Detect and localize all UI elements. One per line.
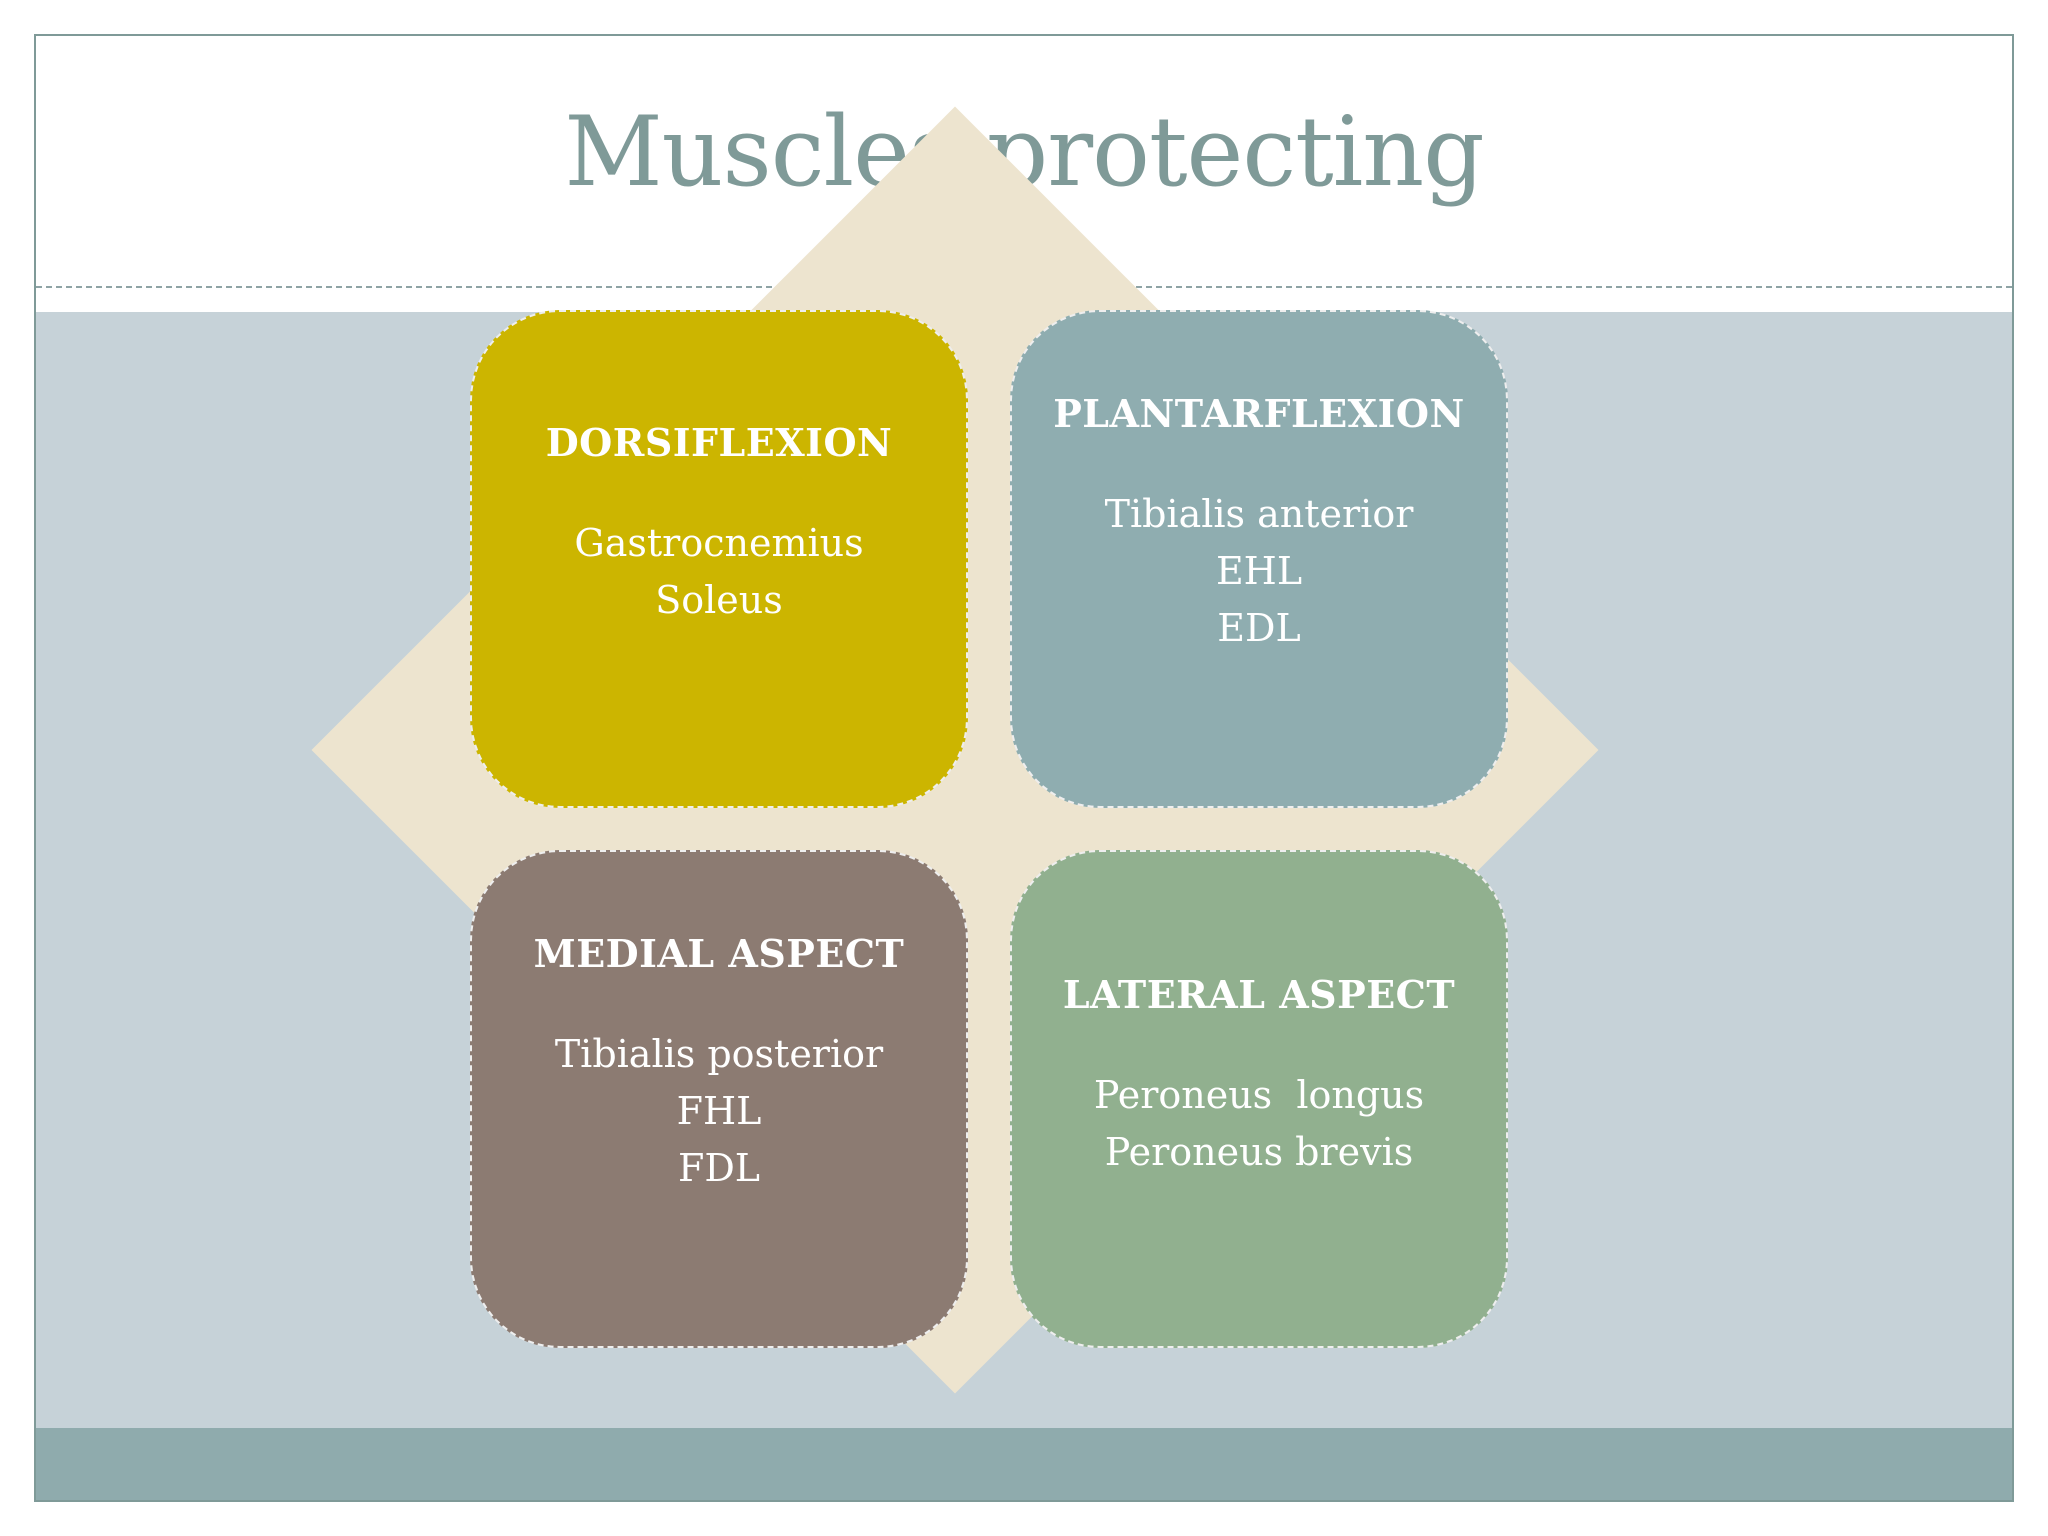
quadrant-title: PLANTARFLEXION xyxy=(1053,391,1465,436)
quadrant-item: FHL xyxy=(676,1089,762,1133)
quadrant-title: LATERAL ASPECT xyxy=(1062,972,1456,1017)
quadrant-plantarflexion: PLANTARFLEXION Tibialis anterior EHL EDL xyxy=(1010,310,1508,808)
quadrant-title: DORSIFLEXION xyxy=(545,419,893,465)
quadrant-item: FDL xyxy=(677,1146,761,1190)
quadrant-title: MEDIAL ASPECT xyxy=(533,931,905,976)
quadrant-dorsiflexion: DORSIFLEXION Gastrocnemius Soleus xyxy=(470,310,968,808)
footer-band xyxy=(36,1428,2012,1500)
quadrant-item: Tibialis anterior xyxy=(1104,492,1414,536)
quadrant-item: EHL xyxy=(1215,549,1303,593)
quadrant-item: EDL xyxy=(1217,606,1301,650)
quadrant-item: Tibialis posterior xyxy=(554,1032,884,1076)
quadrant-item: Gastrocnemius xyxy=(574,520,864,565)
quadrant-item: Peroneus brevis xyxy=(1104,1130,1414,1174)
quadrant-medial-aspect: MEDIAL ASPECT Tibialis posterior FHL FDL xyxy=(470,850,968,1348)
quadrant-item: Soleus xyxy=(655,577,783,622)
quadrant-item: Peroneus longus xyxy=(1093,1073,1425,1117)
quadrant-lateral-aspect: LATERAL ASPECT Peroneus longus Peroneus … xyxy=(1010,850,1508,1348)
